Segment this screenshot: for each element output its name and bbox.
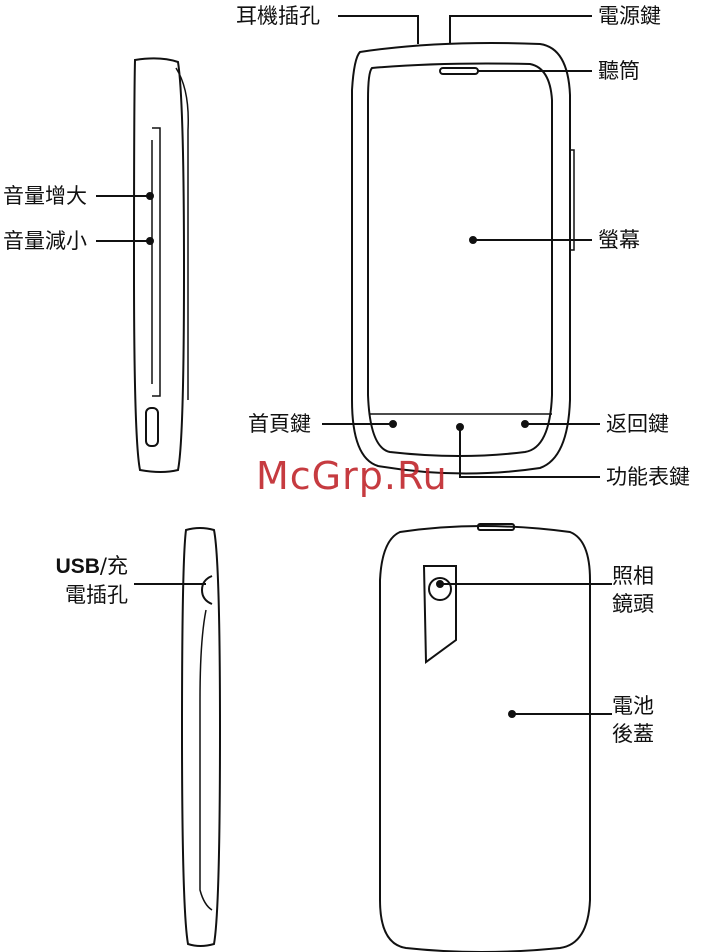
back-shell [380, 526, 590, 952]
usb-port-label-line2: 電插孔 [20, 581, 128, 609]
side2-inner-edge [200, 610, 212, 910]
earpiece-slot [440, 68, 478, 74]
volume-up-label: 音量增大 [3, 183, 87, 209]
usb-charge-text: /充 [100, 554, 128, 578]
side2-body [182, 528, 220, 946]
phone-right-side-view [134, 528, 220, 946]
camera-label: 照相 鏡頭 [612, 562, 654, 618]
usb-port-label-line1: USB/充 [20, 552, 128, 581]
headphone-jack-label: 耳機插孔 [236, 3, 320, 29]
usb-text: USB [56, 555, 100, 578]
watermark: McGrp.Ru [256, 454, 448, 498]
side-view-body [134, 58, 184, 472]
usb-port [202, 576, 212, 604]
screen-label: 螢幕 [598, 227, 640, 253]
battery-cover-label: 電池 後蓋 [612, 692, 654, 748]
volume-down-dot [147, 238, 153, 244]
phone-back-view [380, 524, 612, 952]
front-outer-shell [352, 43, 570, 474]
volume-rocker [152, 128, 160, 396]
battery-label-line2: 後蓋 [612, 720, 654, 748]
power-key-label: 電源鍵 [598, 3, 661, 29]
earpiece-label: 聽筒 [598, 58, 640, 84]
battery-label-line1: 電池 [612, 692, 654, 720]
volume-down-label: 音量減小 [3, 228, 87, 254]
side-usb-slot [146, 408, 158, 446]
back-key-label: 返回鍵 [606, 411, 669, 437]
headphone-jack-leader [338, 16, 418, 44]
camera-label-line2: 鏡頭 [612, 590, 654, 618]
phone-front-view [322, 16, 600, 477]
menu-key-label: 功能表鍵 [606, 464, 690, 490]
phone-left-side-view [96, 58, 188, 472]
camera-label-line1: 照相 [612, 562, 654, 590]
front-screen-bezel [368, 64, 552, 457]
power-key-leader [450, 16, 592, 44]
usb-port-label: USB/充 電插孔 [20, 552, 128, 609]
home-key-label: 首頁鍵 [248, 411, 311, 437]
volume-up-dot [147, 193, 153, 199]
